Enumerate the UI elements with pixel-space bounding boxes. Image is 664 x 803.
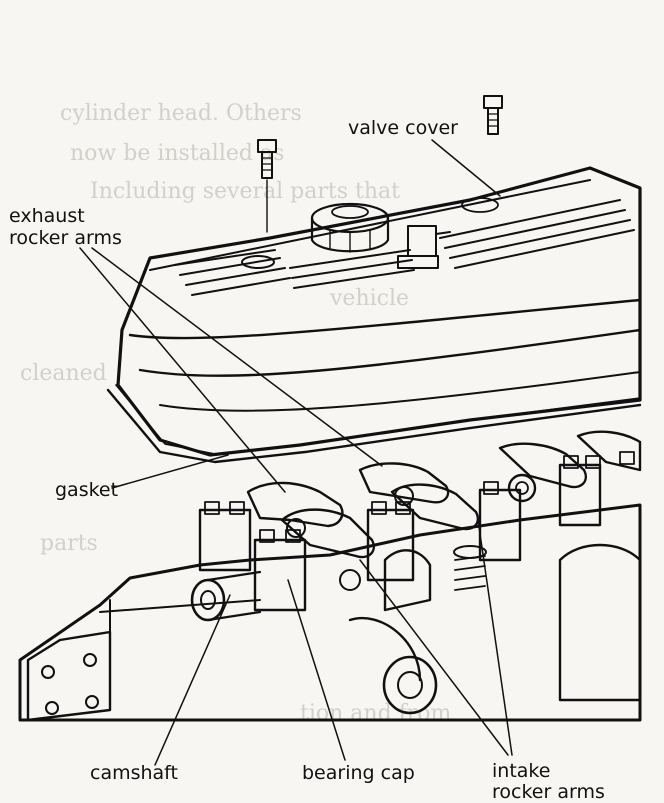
gasket <box>106 384 642 464</box>
valve-cover <box>116 166 642 457</box>
label-bearing-cap: bearing cap <box>302 762 415 784</box>
label-exhaust-rocker-arms-line2: rocker arms <box>9 227 122 249</box>
svg-text:cylinder head. Others: cylinder head. Others <box>60 101 302 126</box>
camshaft <box>190 570 438 715</box>
label-gasket: gasket <box>55 479 119 501</box>
label-camshaft: camshaft <box>90 762 178 784</box>
bearing-caps <box>198 451 635 612</box>
svg-text:parts: parts <box>40 531 98 556</box>
rocker-arms <box>246 430 642 591</box>
leader-exhaust-1 <box>79 247 286 493</box>
leader-lines <box>79 139 513 766</box>
svg-text:vehicle: vehicle <box>329 286 409 311</box>
valve-cover-ribs <box>174 199 635 296</box>
rocker-pivot-nuts <box>286 473 537 591</box>
svg-text:cleaned: cleaned <box>20 361 107 386</box>
leader-intake-1 <box>359 559 509 756</box>
svg-text:now be installed as: now be installed as <box>70 141 284 166</box>
svg-text:Including several parts that: Including several parts that <box>90 179 400 204</box>
valve-cover-bolt-left <box>257 139 277 233</box>
leader-bearing-cap <box>287 579 346 761</box>
leader-gasket <box>111 454 229 489</box>
label-intake-rocker-arms-line1: intake <box>492 760 551 782</box>
label-valve-cover: valve cover <box>348 117 458 139</box>
bleed-through-background: cylinder head. Others now be installed a… <box>20 101 452 726</box>
leader-camshaft <box>154 594 231 766</box>
cylinder-head <box>18 503 642 722</box>
leader-intake-2 <box>477 519 513 756</box>
leader-valve-cover <box>431 139 501 197</box>
pcv-valve <box>397 225 451 269</box>
leader-exhaust-2 <box>91 247 383 467</box>
oil-filler-cap <box>310 202 390 253</box>
valve-springs <box>383 543 642 702</box>
valve-cover-bolt-right <box>483 95 503 135</box>
label-intake-rocker-arms-line2: rocker arms <box>492 781 605 803</box>
label-exhaust-rocker-arms-line1: exhaust <box>9 205 85 227</box>
